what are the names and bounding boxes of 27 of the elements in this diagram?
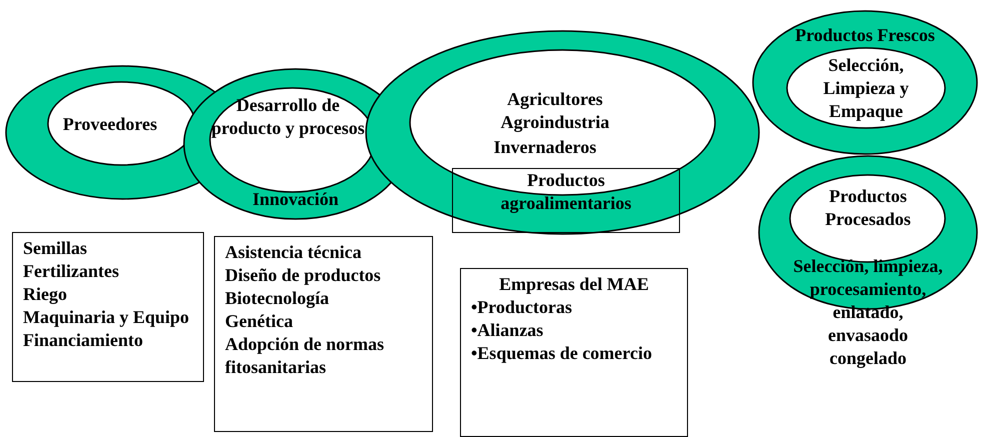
ring-text: Innovación <box>251 188 340 211</box>
list-item: Diseño de productos <box>225 264 382 287</box>
box-label: Productos agroalimentarios <box>500 169 632 215</box>
list-box <box>460 268 688 437</box>
ring-label: Desarrollo de producto y procesos <box>210 94 366 140</box>
ring-label: Proveedores <box>62 113 158 136</box>
ring-text: Invernaderos <box>492 136 598 159</box>
list-item: Adopción de normas fitosanitarias <box>225 333 386 379</box>
list-item: Genética <box>225 310 294 333</box>
list-item: Financiamiento <box>23 329 144 352</box>
ring-label: Agricultores Agroindustria <box>500 88 610 134</box>
list-box <box>12 232 204 382</box>
list-item: Maquinaria y Equipo <box>23 306 190 329</box>
list-item: Riego <box>23 283 68 306</box>
list-item: Asistencia técnica <box>225 241 362 264</box>
ring-label: Productos Procesados <box>824 185 912 231</box>
list-item: Semillas <box>23 237 88 260</box>
ring-text: Selección, Limpieza y Empaque <box>822 54 910 123</box>
list-heading: Empresas del MAE <box>498 273 650 296</box>
list-item: •Productoras <box>471 296 573 319</box>
text-box <box>452 168 680 233</box>
list-item: •Alianzas <box>471 319 544 342</box>
list-item: •Esquemas de comercio <box>471 342 653 365</box>
ring-label: Productos Frescos <box>794 24 936 47</box>
list-item: Fertilizantes <box>23 260 120 283</box>
list-item: Biotecnología <box>225 287 330 310</box>
list-box <box>214 236 433 432</box>
